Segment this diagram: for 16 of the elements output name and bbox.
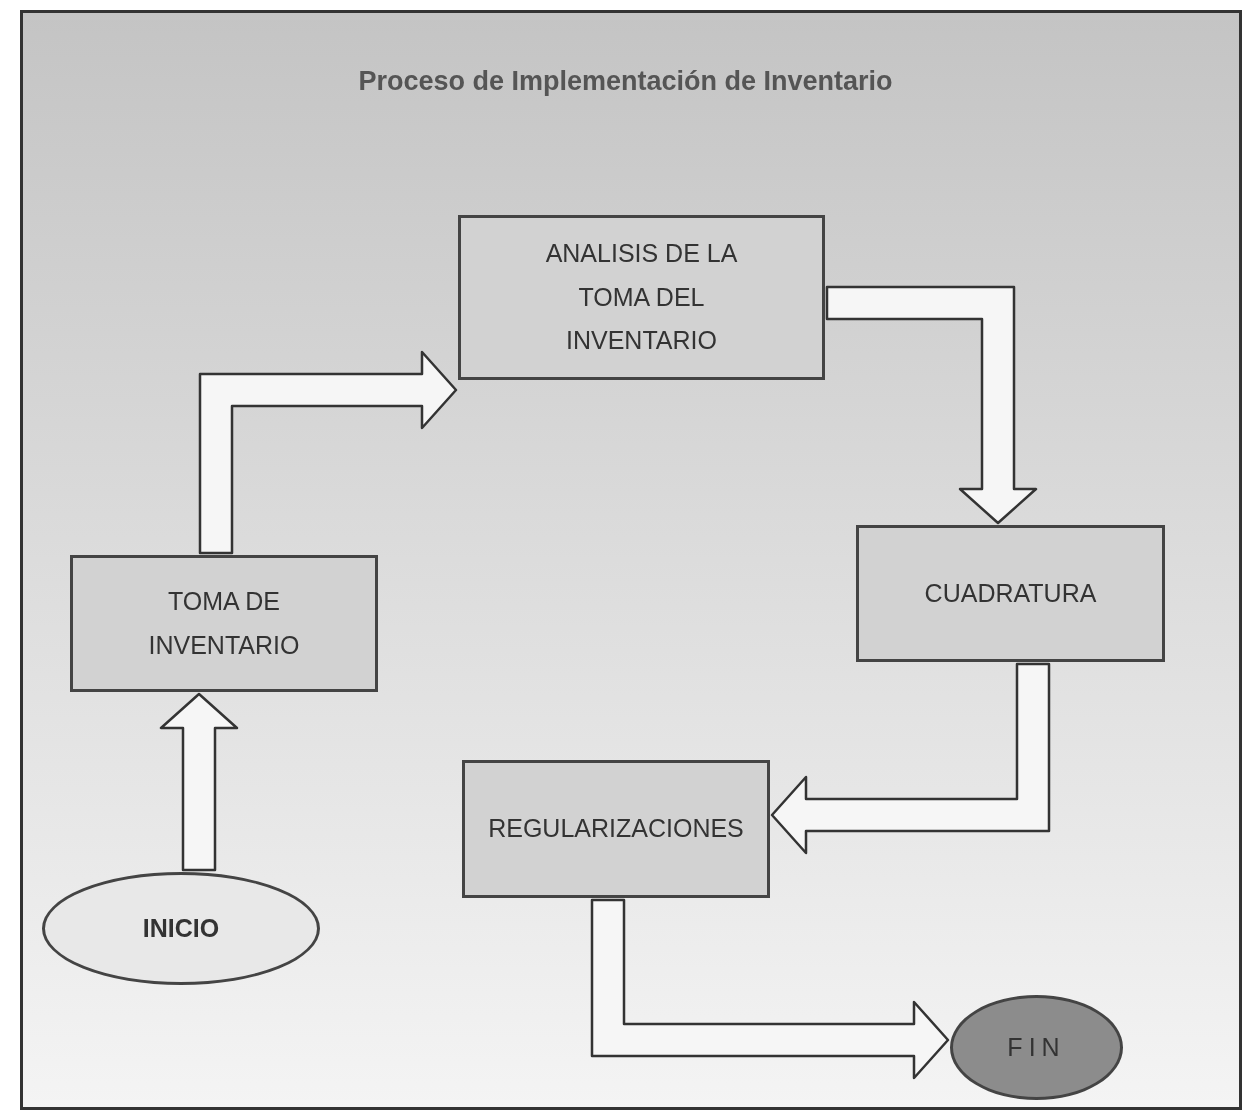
node-label: TOMA DE INVENTARIO (147, 585, 301, 661)
process-box (856, 525, 1165, 662)
node-label: FIN (1006, 1031, 1067, 1063)
block-arrow (159, 692, 239, 872)
process-box (462, 760, 770, 898)
block-arrow (770, 662, 1051, 855)
node-label: INICIO (141, 912, 221, 944)
block-arrow (825, 285, 1038, 525)
block-arrow (198, 350, 458, 555)
node-label: ANALISIS DE LA TOMA DEL INVENTARIO (544, 237, 739, 357)
process-box (458, 215, 825, 380)
node-label: CUADRATURA (923, 577, 1098, 609)
node-label: REGULARIZACIONES (487, 813, 745, 845)
process-box (70, 555, 378, 692)
diagram-title: Proceso de Implementación de Inventario (357, 66, 894, 97)
block-arrow (590, 898, 950, 1080)
